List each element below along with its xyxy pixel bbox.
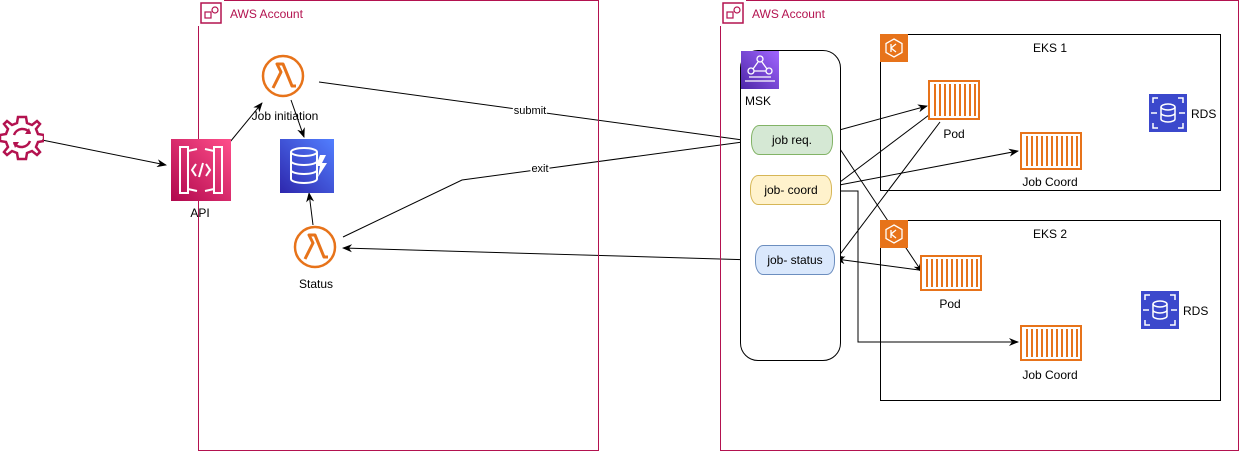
edge-jobreq-pod1 xyxy=(831,104,928,133)
dynamodb-icon[interactable] xyxy=(280,139,334,193)
aws-account-1 xyxy=(198,0,599,451)
msk-cluster xyxy=(740,50,841,361)
eks-cluster-2 xyxy=(880,220,1221,401)
eks-icon xyxy=(880,34,908,62)
eks-1-pod-label: Pod xyxy=(943,127,965,141)
rds-icon[interactable] xyxy=(1141,291,1179,329)
edge-api-jobinit xyxy=(229,102,263,143)
topic-job-coord[interactable]: job- coord xyxy=(750,175,832,205)
job-coord-container-icon[interactable] xyxy=(1020,132,1082,170)
eks-icon xyxy=(880,220,908,248)
edge-jobinit-dynamo xyxy=(290,99,305,138)
edge-jobcoord-coord1 xyxy=(824,148,1019,192)
lambda-job-initiation-icon[interactable] xyxy=(261,54,305,98)
rds-icon[interactable] xyxy=(1149,94,1187,132)
aws-account-1-label: AWS Account xyxy=(230,7,303,21)
aws-account-2-label: AWS Account xyxy=(752,7,825,21)
msk-icon[interactable] xyxy=(741,51,779,89)
api-label: API xyxy=(190,206,210,220)
edge-status-dynamo xyxy=(306,192,315,226)
edge-exit xyxy=(342,138,751,238)
eks-2-pod-label: Pod xyxy=(939,297,961,311)
topic-job-status[interactable]: job- status xyxy=(755,245,835,275)
eks-1-job-coord-label: Job Coord xyxy=(1022,175,1078,189)
eks-2-job-coord-label: Job Coord xyxy=(1022,368,1078,382)
pod-container-icon[interactable] xyxy=(928,80,980,120)
eks-2-title: EKS 2 xyxy=(1033,227,1068,241)
edge-pod2-jobstatus xyxy=(835,256,929,276)
edge-label-submit: submit xyxy=(512,105,548,117)
eks-cluster-1 xyxy=(880,34,1221,191)
eks-2-rds-label: RDS xyxy=(1183,304,1209,318)
edge-trigger-api xyxy=(41,139,167,168)
aws-account-icon xyxy=(198,0,224,26)
edge-label-exit: exit xyxy=(530,163,550,175)
event-trigger-icon xyxy=(0,115,44,161)
lambda-status-icon[interactable] xyxy=(293,225,337,269)
topic-job-req[interactable]: job req. xyxy=(751,125,833,155)
eks-1-rds-label: RDS xyxy=(1191,107,1217,121)
status-label: Status xyxy=(298,277,334,291)
pod-container-icon[interactable] xyxy=(920,255,982,291)
job-initiation-label: Job initiation xyxy=(251,109,319,123)
msk-label: MSK xyxy=(745,94,772,108)
api-gateway-icon[interactable] xyxy=(171,139,231,201)
job-coord-container-icon[interactable] xyxy=(1020,325,1082,361)
eks-1-title: EKS 1 xyxy=(1033,41,1068,55)
aws-account-icon xyxy=(720,0,746,26)
edge-jobstatus-status xyxy=(342,244,755,261)
